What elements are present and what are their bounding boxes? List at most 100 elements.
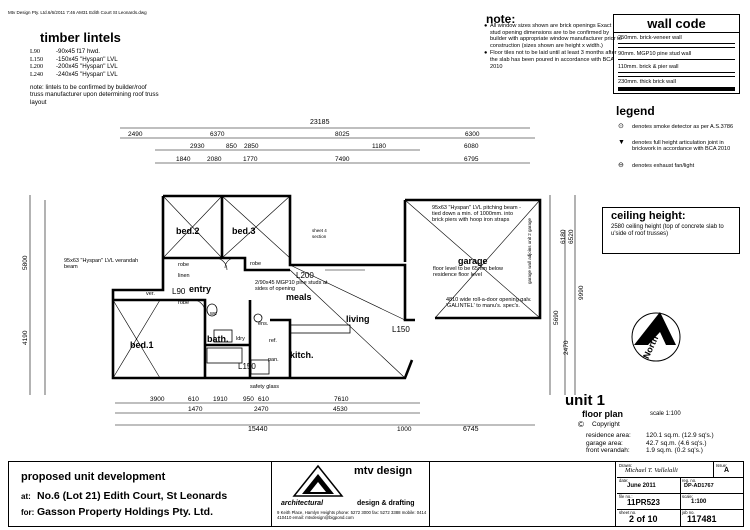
drawn-label: Drawn: (619, 463, 633, 468)
room-ref: ref. (269, 338, 277, 344)
for-label: for: (21, 508, 35, 517)
dimension: 6300 (465, 131, 480, 138)
note-title: note: (486, 12, 516, 26)
walls (111, 194, 542, 380)
articulation-joint-icon: ▼ (618, 139, 625, 146)
room-wc: wc (210, 311, 217, 317)
roof-lines (112, 195, 541, 379)
sheet-label: sheet no. (619, 510, 637, 515)
dimension: 1180 (372, 143, 386, 150)
dimension: 6745 (463, 426, 479, 433)
wall-code-title: wall code (614, 15, 739, 33)
job-label: job no. (682, 510, 695, 515)
logo-sub-design: design & drafting (357, 500, 415, 507)
scale-label: scale: (682, 494, 693, 499)
pine-studs-note: 2/90x45 MGP10 pine studs at sides of ope… (255, 280, 328, 292)
garage-wall-note: garage wall adjoins unit 2 garage (527, 217, 532, 284)
legend-title: legend (616, 104, 655, 118)
lintel-verandah: L90 (172, 287, 186, 296)
info-grid: Drawn: Michael T. Vallelalli Issue: A da… (617, 462, 743, 526)
room-kitchen: kitch. (290, 350, 314, 360)
dimension: 7490 (335, 156, 350, 163)
reg-label: reg. no. (682, 478, 697, 483)
dimension: 6080 (464, 143, 479, 150)
file-value: 11PR523 (627, 498, 660, 507)
dimension: 2080 (207, 156, 222, 163)
bullet-icon: ● (484, 50, 488, 57)
dimension: 4190 (22, 330, 29, 345)
room-verandah: ver. (146, 291, 155, 297)
date-label: date: (619, 478, 629, 483)
smoke-detector-icon: ⊙ (618, 123, 624, 130)
dimension: 610 (188, 396, 199, 403)
room-bed1: bed.1 (130, 340, 154, 350)
client-name: Gasson Property Holdings Pty. Ltd. (37, 506, 213, 518)
project-address: No.6 (Lot 21) Edith Court, St Leonards (37, 490, 228, 502)
room-linen: linen (178, 273, 190, 279)
timber-lintels-list: L90-90x45 f17 hwd. L150-150x45 "Hyspan" … (30, 48, 118, 78)
exhaust-fan-icon: ⊖ (618, 162, 624, 169)
garage-beam-note: 95x63 "Hyspan" LVL pitching beam - tied … (432, 205, 521, 223)
note-item: ●All window sizes shown are brick openin… (484, 23, 622, 49)
dimension: 2490 (128, 131, 143, 138)
wall-line (618, 87, 735, 91)
reg-value: DP-AD1767 (684, 483, 714, 489)
at-label: at: (21, 492, 31, 501)
room-bed3: bed.3 (232, 226, 256, 236)
note-list: ●All window sizes shown are brick openin… (484, 23, 622, 70)
sheet-value: 2 of 10 (629, 514, 658, 524)
area-row: garage area:42.7 sq.m. (4.6 sq's.) (586, 440, 707, 447)
dimension: 3900 (150, 396, 165, 403)
copyright-text: Copyright (592, 421, 620, 428)
plan-scale: scale 1:100 (650, 411, 681, 417)
project-title: proposed unit development (21, 471, 166, 483)
floor-plan-title: floor plan (582, 409, 623, 419)
room-pan: pan. (268, 357, 279, 363)
bullet-icon: ● (484, 23, 488, 29)
wall-code-row: 110mm. brick & pier wall (618, 64, 679, 70)
copyright-icon: © (578, 420, 584, 429)
legend-item: ▼denotes full height articulation joint … (618, 139, 731, 153)
dimension: 1910 (213, 396, 228, 403)
divider (271, 462, 272, 526)
timber-lintels-title: timber lintels (40, 30, 121, 45)
room-ens: ens. (258, 321, 269, 327)
note-item: ●Floor tiles not to be laid until at lea… (484, 50, 617, 70)
logo-sub-architectural: architectural (281, 500, 324, 507)
divider (429, 462, 430, 526)
scale-value: 1:100 (691, 499, 707, 505)
wall-code-box: wall code 250mm. brick-veneer wall 90mm.… (613, 14, 740, 94)
room-living: living (346, 314, 370, 324)
drawn-value: Michael T. Vallelalli (625, 467, 678, 474)
room-robe: robe (178, 262, 190, 268)
ceiling-text: 2580 ceiling height (top of concrete sla… (611, 224, 724, 237)
lintel-kitchen: L150 (238, 362, 256, 371)
unit-title: unit 1 (565, 392, 605, 409)
dimension: 6520 (568, 229, 575, 244)
fixtures (206, 303, 351, 375)
room-meals: meals (286, 292, 312, 302)
wall-line (618, 43, 735, 48)
dimension: 5800 (22, 255, 29, 270)
room-robe: robe (250, 261, 262, 267)
ceiling-title: ceiling height: (611, 210, 686, 222)
area-row: front verandah:1.9 sq.m. (0.2 sq's.) (586, 447, 703, 454)
dimension: 6795 (464, 156, 479, 163)
lintel-note: note: lintels to be confirmed by builder… (30, 84, 159, 106)
verandah-beam-note: 95x63 "Hyspan" LVL verandah beam (64, 258, 139, 270)
wall-code-row: 230mm. thick brick wall (618, 79, 676, 85)
room-ldry: ldry (236, 336, 245, 342)
dimension: 610 (258, 396, 269, 403)
lintel-item: L240-240x45 "Hyspan" LVL (30, 70, 118, 78)
room-robe: robe (178, 300, 190, 306)
dimension: 1770 (243, 156, 258, 163)
garage-door-note: 4810 wide roll-a-door opening galv. 'GAL… (446, 297, 532, 309)
job-value: 117481 (687, 514, 717, 524)
dimension: 850 (226, 143, 237, 150)
dimension: 2850 (244, 143, 259, 150)
divider (615, 462, 616, 526)
dimension: 1000 (397, 426, 412, 433)
lintel-item: L200-200x45 "Hyspan" LVL (30, 63, 118, 71)
